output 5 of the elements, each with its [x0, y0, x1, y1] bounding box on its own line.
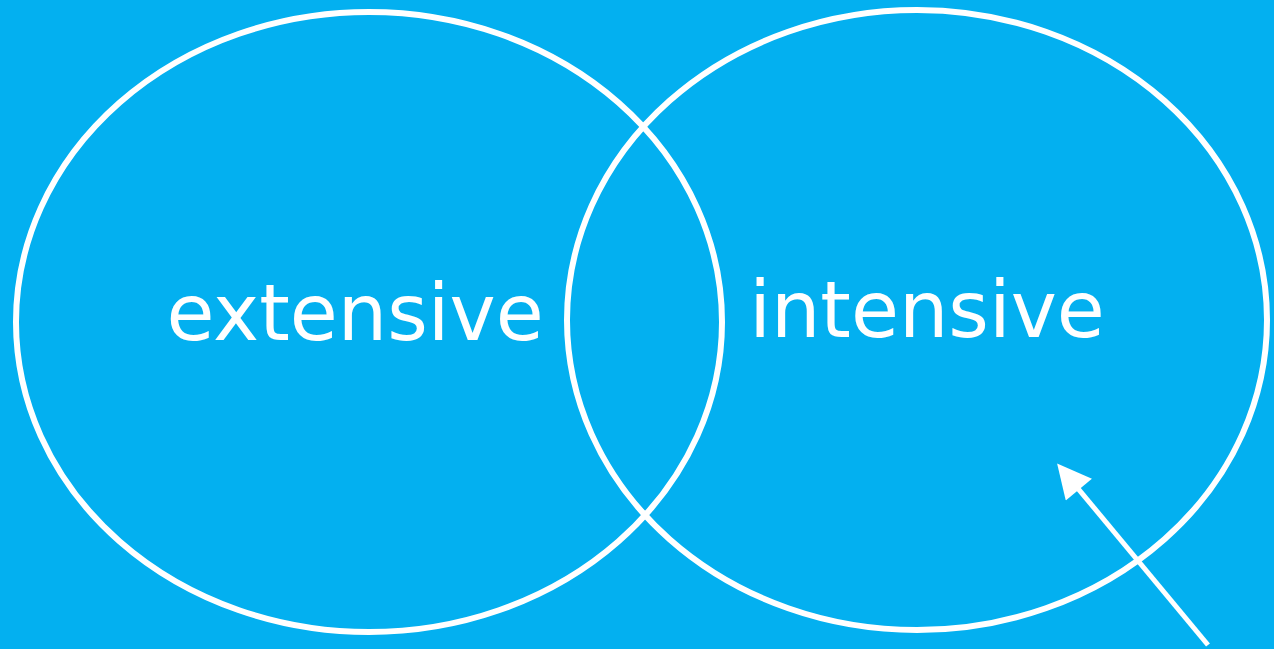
arrow — [1057, 463, 1210, 647]
set-ellipse — [564, 7, 1270, 633]
set-label: extensive — [166, 268, 544, 358]
set-ellipse — [13, 9, 725, 635]
set-label: intensive — [749, 265, 1105, 355]
